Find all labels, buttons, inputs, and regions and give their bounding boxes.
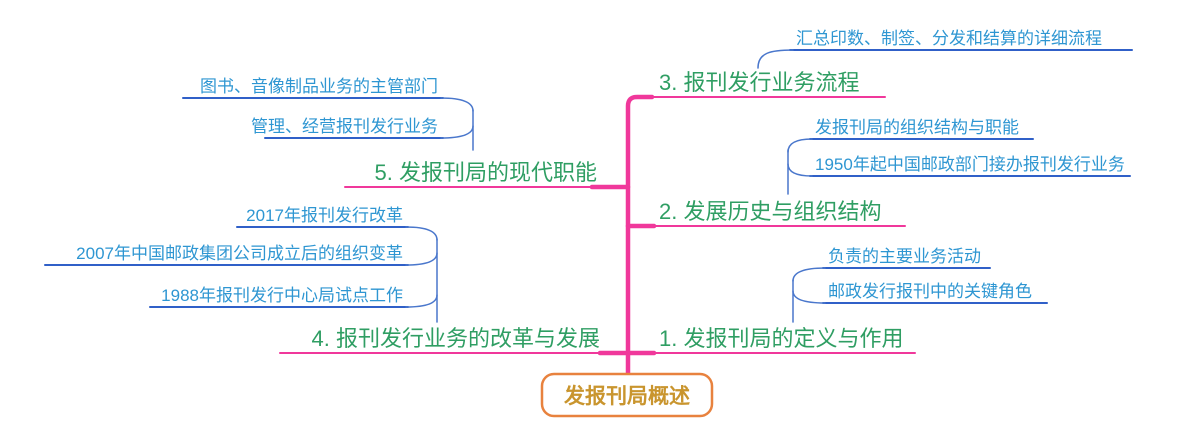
child-1-2-connector xyxy=(792,290,826,304)
child-4-2-connector xyxy=(405,252,438,266)
branch-2-label[interactable]: 2. 发展历史与组织结构 xyxy=(659,199,881,224)
branch-3-label[interactable]: 3. 报刊发行业务流程 xyxy=(659,70,859,95)
child-4-3-label[interactable]: 1988年报刊发行中心局试点工作 xyxy=(161,286,403,305)
child-4-1-label[interactable]: 2017年报刊发行改革 xyxy=(246,206,403,225)
child-4-3-connector xyxy=(405,294,438,308)
branch-4-label[interactable]: 4. 报刊发行业务的改革与发展 xyxy=(312,326,600,351)
child-1-1-connector xyxy=(792,267,826,282)
child-3-connector xyxy=(757,49,794,69)
root-node[interactable] xyxy=(540,372,714,418)
branch-1-label[interactable]: 1. 发报刊局的定义与作用 xyxy=(659,326,903,351)
child-3-1-label[interactable]: 汇总印数、制签、分发和结算的详细流程 xyxy=(796,29,1102,48)
child-4-1-connector xyxy=(405,226,438,241)
child-1-2-label[interactable]: 邮政发行报刊中的关键角色 xyxy=(828,282,1032,301)
child-5-2-label[interactable]: 管理、经营报刊发行业务 xyxy=(251,117,438,136)
root-node-label[interactable]: 发报刊局概述 xyxy=(563,384,690,408)
trunk-line xyxy=(625,94,655,377)
child-2-1-label[interactable]: 发报刊局的组织结构与职能 xyxy=(815,118,1019,137)
child-4-2-label[interactable]: 2007年中国邮政集团公司成立后的组织变革 xyxy=(76,244,403,263)
child-5-2-connector xyxy=(440,125,474,139)
child-2-2-connector xyxy=(787,163,813,177)
child-1-1-label[interactable]: 负责的主要业务活动 xyxy=(828,247,981,266)
branch-5-label[interactable]: 5. 发报刊局的现代职能 xyxy=(375,160,597,185)
child-5-1-label[interactable]: 图书、音像制品业务的主管部门 xyxy=(200,77,438,96)
child-5-1-connector xyxy=(440,97,474,112)
child-2-2-label[interactable]: 1950年起中国邮政部门接办报刊发行业务 xyxy=(815,155,1125,174)
child-2-1-connector xyxy=(787,138,813,153)
